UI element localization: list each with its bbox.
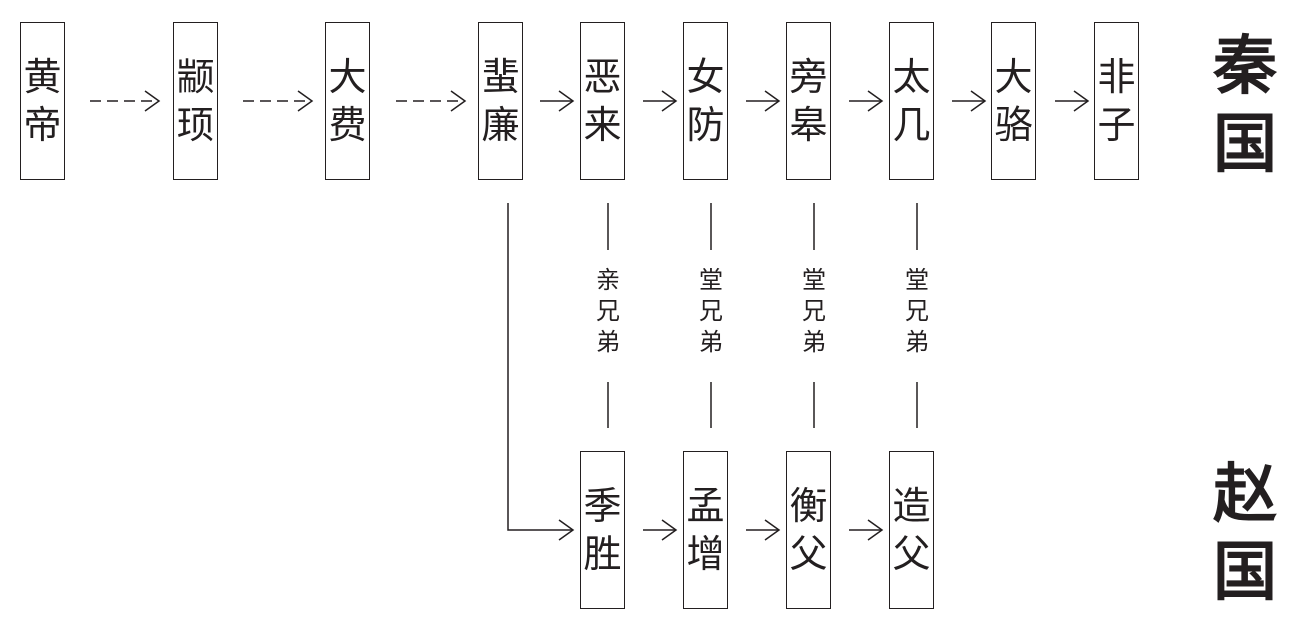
arrow bbox=[849, 90, 884, 112]
box-char: 衡 bbox=[789, 484, 828, 528]
box-char: 孟 bbox=[686, 484, 725, 528]
box-char: 子 bbox=[1097, 103, 1136, 147]
box-char: 来 bbox=[583, 103, 622, 147]
relation-char: 兄 bbox=[699, 297, 723, 325]
box-char: 大 bbox=[328, 55, 367, 99]
ancestor-box-mengzeng: 孟 增 bbox=[683, 451, 728, 609]
box-char: 增 bbox=[686, 532, 725, 576]
ancestor-box-taiji: 太 几 bbox=[889, 22, 934, 180]
box-char: 顼 bbox=[176, 103, 215, 147]
box-char: 廉 bbox=[481, 103, 520, 147]
box-char: 太 bbox=[892, 55, 931, 99]
relation-char: 弟 bbox=[596, 328, 620, 356]
relation-char: 兄 bbox=[802, 297, 826, 325]
branch-arrow bbox=[507, 203, 575, 541]
ancestor-box-zaofu: 造 父 bbox=[889, 451, 934, 609]
box-char: 防 bbox=[686, 103, 725, 147]
relation-char: 兄 bbox=[905, 297, 929, 325]
arrow bbox=[952, 90, 987, 112]
arrow bbox=[540, 90, 575, 112]
ancestor-box-elai: 恶 来 bbox=[580, 22, 625, 180]
box-char: 费 bbox=[328, 103, 367, 147]
relation-label: 亲 兄 弟 bbox=[588, 265, 628, 358]
box-char: 父 bbox=[789, 532, 828, 576]
box-char: 季 bbox=[583, 484, 622, 528]
arrow bbox=[1055, 90, 1090, 112]
ancestor-box-huangdi: 黄 帝 bbox=[20, 22, 65, 180]
relation-char: 堂 bbox=[905, 266, 929, 294]
ancestor-box-feilian: 蜚 廉 bbox=[478, 22, 523, 180]
relation-char: 弟 bbox=[699, 328, 723, 356]
dashed-arrow bbox=[90, 90, 161, 112]
ancestor-box-dafei: 大 费 bbox=[325, 22, 370, 180]
state-char: 国 bbox=[1213, 535, 1277, 610]
arrow bbox=[643, 519, 678, 541]
relation-label: 堂 兄 弟 bbox=[794, 265, 834, 358]
box-char: 非 bbox=[1097, 55, 1136, 99]
box-char: 女 bbox=[686, 55, 725, 99]
relation-char: 堂 bbox=[802, 266, 826, 294]
box-char: 帝 bbox=[23, 103, 62, 147]
arrow bbox=[746, 90, 781, 112]
ancestor-box-panggao: 旁 皋 bbox=[786, 22, 831, 180]
relation-char: 弟 bbox=[905, 328, 929, 356]
state-char: 国 bbox=[1213, 107, 1277, 182]
ancestor-box-feizi: 非 子 bbox=[1094, 22, 1139, 180]
box-char: 蜚 bbox=[481, 55, 520, 99]
box-char: 黄 bbox=[23, 55, 62, 99]
relation-char: 堂 bbox=[699, 266, 723, 294]
state-label-zhao: 赵 国 bbox=[1205, 456, 1285, 612]
box-char: 造 bbox=[892, 484, 931, 528]
ancestor-box-jisheng: 季 胜 bbox=[580, 451, 625, 609]
relation-char: 兄 bbox=[596, 297, 620, 325]
relation-char: 亲 bbox=[596, 266, 620, 294]
box-char: 父 bbox=[892, 532, 931, 576]
relation-label: 堂 兄 弟 bbox=[691, 265, 731, 358]
ancestor-box-zhuanxu: 颛 顼 bbox=[173, 22, 218, 180]
arrow bbox=[849, 519, 884, 541]
ancestor-box-hengfu: 衡 父 bbox=[786, 451, 831, 609]
box-char: 骆 bbox=[994, 103, 1033, 147]
box-char: 大 bbox=[994, 55, 1033, 99]
ancestor-box-daluo: 大 骆 bbox=[991, 22, 1036, 180]
box-char: 几 bbox=[892, 103, 931, 147]
box-char: 恶 bbox=[583, 55, 622, 99]
box-char: 胜 bbox=[583, 532, 622, 576]
relation-char: 弟 bbox=[802, 328, 826, 356]
box-char: 皋 bbox=[789, 103, 828, 147]
arrow bbox=[643, 90, 678, 112]
state-char: 秦 bbox=[1213, 29, 1277, 104]
box-char: 旁 bbox=[789, 55, 828, 99]
arrow bbox=[746, 519, 781, 541]
state-label-qin: 秦 国 bbox=[1205, 28, 1285, 184]
relation-label: 堂 兄 弟 bbox=[897, 265, 937, 358]
ancestor-box-nufang: 女 防 bbox=[683, 22, 728, 180]
box-char: 颛 bbox=[176, 55, 215, 99]
dashed-arrow bbox=[243, 90, 314, 112]
dashed-arrow bbox=[396, 90, 467, 112]
state-char: 赵 bbox=[1213, 457, 1277, 532]
